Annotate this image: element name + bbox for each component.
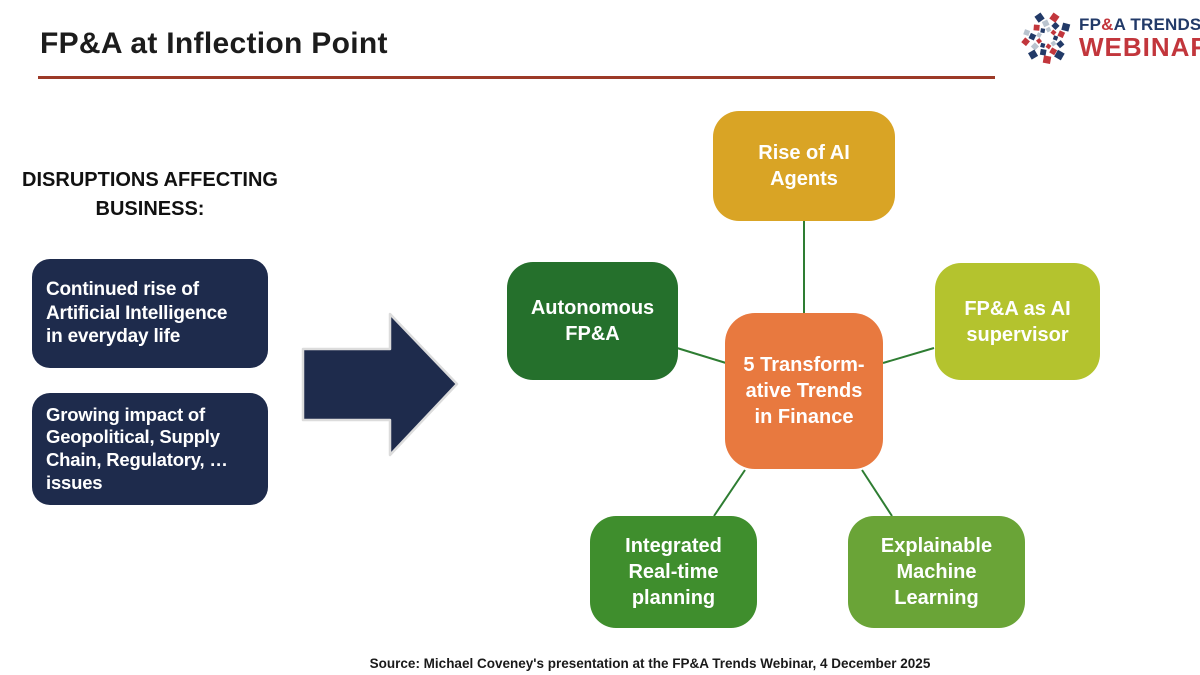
node-autonomous-fpa: Autonomous FP&A [507, 262, 678, 380]
node-label: Integrated Real-time planning [625, 535, 722, 609]
node-label: Explainable Machine Learning [880, 535, 993, 609]
node-integrated-realtime-planning: Integrated Real-time planning [590, 516, 757, 628]
fpa-trends-swirl-icon [1021, 12, 1071, 64]
node-label: 5 Transform- ative Trends in Finance [743, 354, 865, 428]
disruption-card-ai: Continued rise of Artificial Intelligenc… [32, 259, 268, 368]
logo-text-webinar: WEBINAR [1079, 32, 1200, 63]
page-title: FP&A at Inflection Point [40, 27, 388, 60]
disruption-card-label: Growing impact of Geopolitical, Supply C… [46, 403, 228, 493]
right-arrow-icon [301, 312, 459, 457]
logo-text: FP&A TRENDS WEBINAR [1079, 14, 1200, 63]
node-label: Autonomous FP&A [530, 297, 655, 345]
node-rise-of-ai-agents: Rise of AI Agents [713, 111, 895, 221]
title-underline [38, 76, 995, 79]
node-center-hub: 5 Transform- ative Trends in Finance [725, 313, 883, 469]
node-label: Rise of AI Agents [758, 142, 850, 190]
disruptions-heading: DISRUPTIONS AFFECTING BUSINESS: [22, 169, 278, 220]
disruption-card-label: Continued rise of Artificial Intelligenc… [46, 278, 228, 348]
node-fpa-as-ai-supervisor: FP&A as AI supervisor [935, 263, 1100, 380]
node-explainable-machine-learning: Explainable Machine Learning [848, 516, 1025, 628]
node-label: FP&A as AI supervisor [964, 297, 1071, 346]
webinar-logo: FP&A TRENDS WEBINAR [1016, 4, 1200, 72]
logo-ampersand: & [1101, 14, 1114, 34]
logo-text-fpa-trends: FP&A TRENDS [1079, 14, 1200, 34]
source-caption: Source: Michael Coveney's presentation a… [369, 656, 931, 671]
disruption-card-geopolitical: Growing impact of Geopolitical, Supply C… [32, 393, 268, 505]
